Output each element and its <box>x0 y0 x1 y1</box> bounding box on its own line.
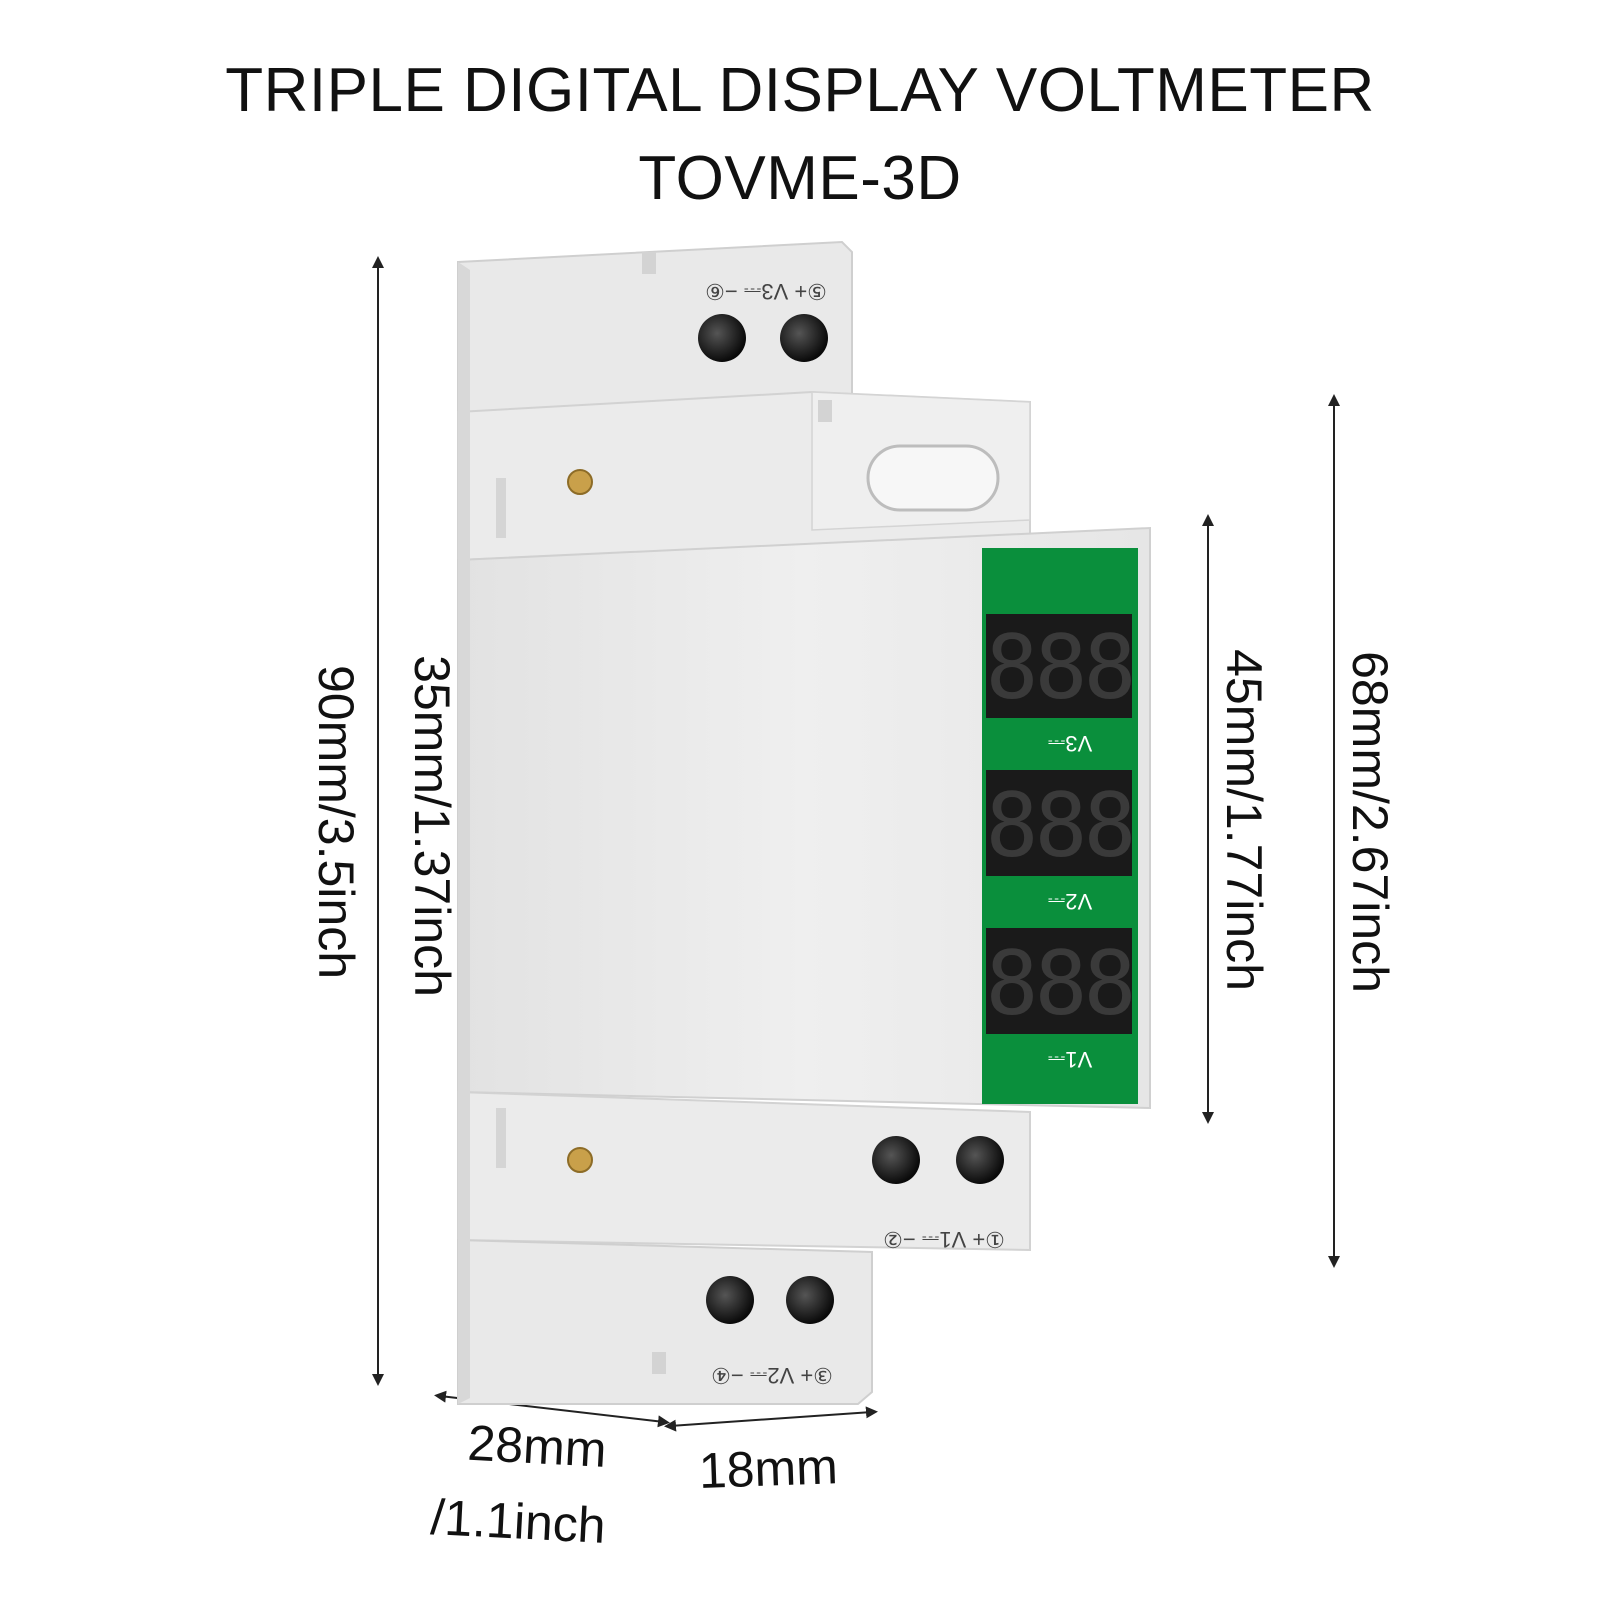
dim-height-total: 90mm/3.5inch <box>308 664 364 980</box>
display-window-v3 <box>986 614 1132 718</box>
display-window-v2 <box>986 770 1132 876</box>
terminal-screws <box>698 314 1004 1324</box>
dim-height-front: 35mm/1.37inch <box>404 655 460 997</box>
release-tab <box>866 444 1000 512</box>
dim-depth-mm: 28mm <box>466 1414 608 1478</box>
screw-icon <box>780 314 828 362</box>
terminal-label-top: ⑤+ V3⎓ −⑥ <box>705 279 827 304</box>
dim-depth: 28mm /1.1inch <box>429 1414 610 1554</box>
screw-icon <box>872 1136 920 1184</box>
rivet-top <box>567 469 593 495</box>
display-digits-v1: 888 <box>986 932 1133 1035</box>
dim-width: 18mm <box>697 1438 839 1499</box>
channel-label-v2: V2⎓ <box>1048 889 1092 914</box>
dim-height-display: 45mm/1.77inch <box>1216 649 1272 991</box>
display-digits-v3: 888 <box>986 616 1133 719</box>
terminal-label-bottom: ③+ V2⎓ −④ <box>711 1363 833 1388</box>
terminal-label-right: ①+ V1⎓ −② <box>883 1227 1005 1252</box>
dim-line-18mm <box>664 1406 878 1432</box>
display-digits-v2: 888 <box>986 774 1133 877</box>
rivet-bottom <box>567 1147 593 1173</box>
channel-label-v1: V1⎓ <box>1048 1047 1092 1072</box>
screw-icon <box>706 1276 754 1324</box>
screw-icon <box>786 1276 834 1324</box>
product-title: TRIPLE DIGITAL DISPLAY VOLTMETER <box>225 56 1375 125</box>
channel-label-v3: V3⎓ <box>1048 731 1092 756</box>
product-model: TOVME-3D <box>638 144 962 213</box>
device-body <box>457 240 1151 1405</box>
front-display-panel: 888 888 888 V3⎓ V2⎓ V1⎓ <box>982 548 1138 1104</box>
dim-depth-inch: /1.1inch <box>429 1488 608 1554</box>
display-window-v1 <box>986 928 1132 1034</box>
screw-icon <box>956 1136 1004 1184</box>
dim-height-step: 68mm/2.67inch <box>1342 651 1398 993</box>
screw-icon <box>698 314 746 362</box>
